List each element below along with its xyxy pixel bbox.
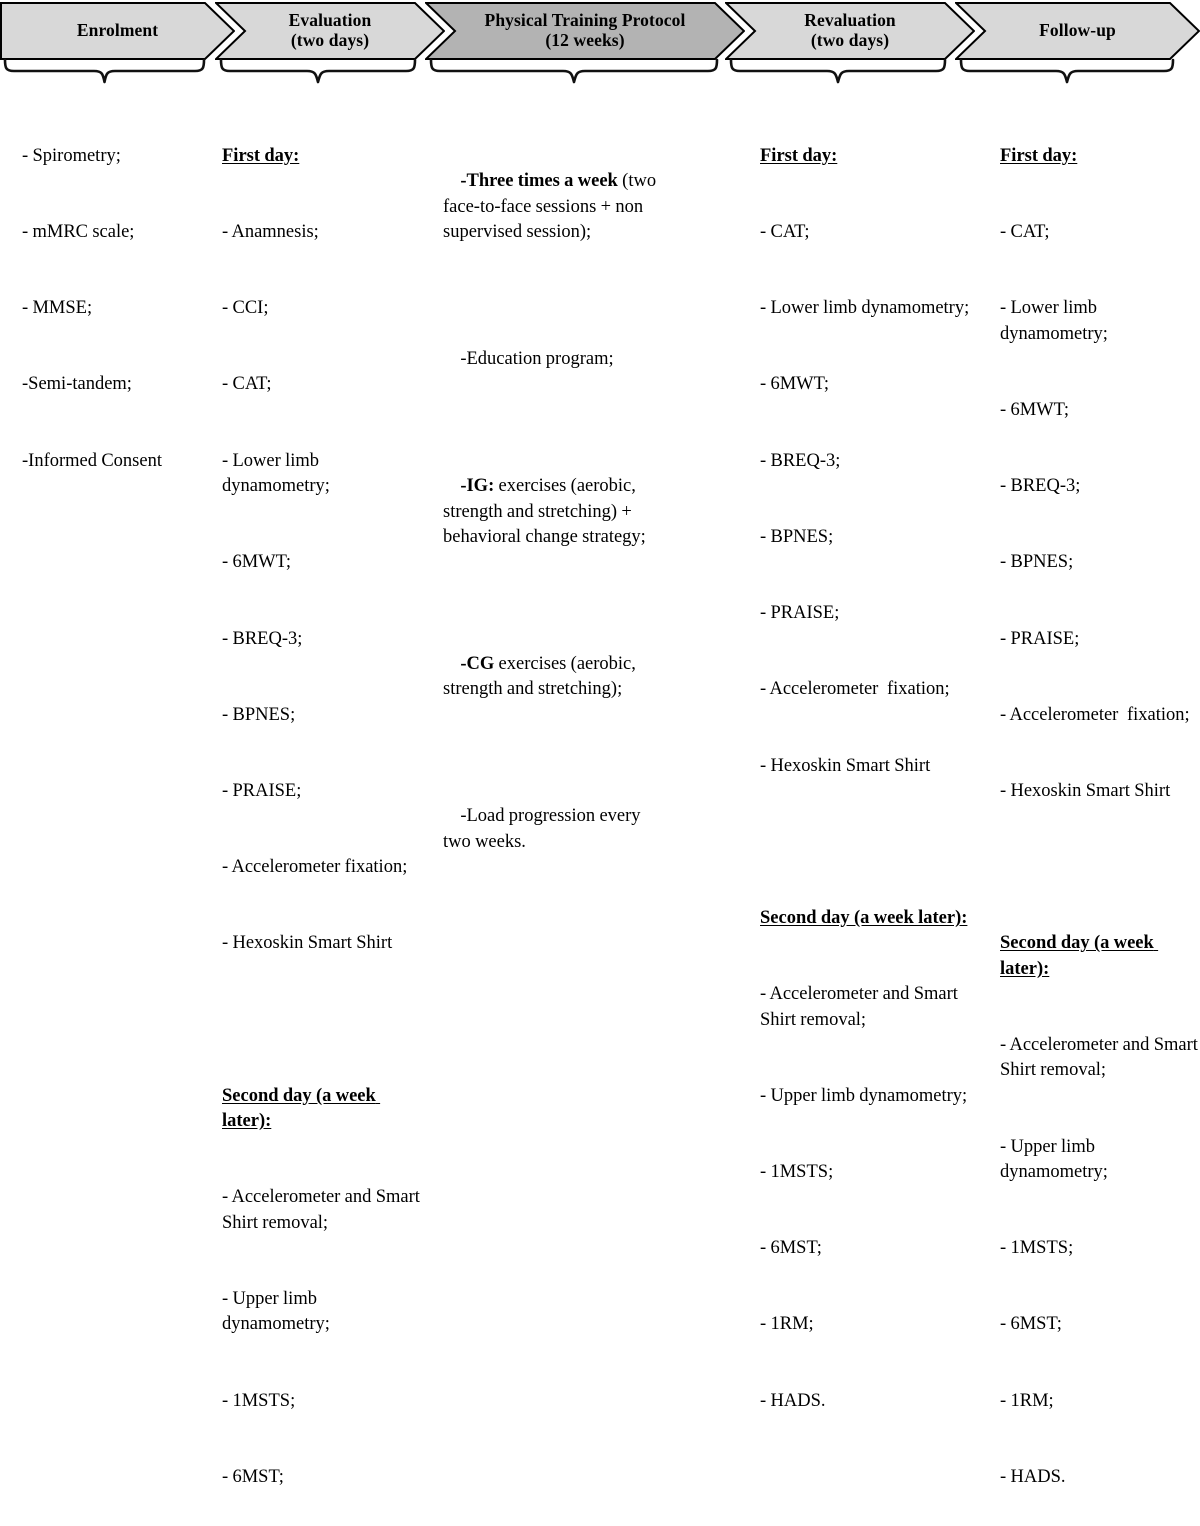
list-item: - Upper limb dynamometry;	[1000, 1136, 1108, 1183]
list-item: - mMRC scale;	[22, 222, 135, 243]
list-item: -Three times a week (two face-to-face se…	[443, 144, 668, 271]
phase-arrow-revaluation[interactable]: Revaluation (two days)	[725, 2, 975, 60]
section-heading-second-day: Second day (a week later):	[222, 1085, 381, 1132]
list-item: - PRAISE;	[222, 780, 302, 801]
brace-band	[0, 58, 1200, 94]
phase-label-physical-training: Physical Training Protocol (12 weeks)	[484, 10, 686, 50]
brace-evaluation	[219, 58, 417, 84]
list-item-rest: exercises (aerobic, strength and stretch…	[443, 476, 646, 547]
phase-label-follow-up: Follow-up	[1039, 20, 1116, 41]
spacer	[1000, 855, 1200, 880]
arrow-shape-physical-training	[425, 2, 745, 60]
list-item: - Hexoskin Smart Shirt	[760, 755, 931, 776]
section-heading-first-day: First day:	[760, 145, 838, 166]
phase-label-revaluation: Revaluation (two days)	[804, 10, 896, 50]
list-item: - 6MST;	[1000, 1314, 1062, 1335]
section-heading-first-day: First day:	[1000, 145, 1078, 166]
list-item-bold: -Three times a week	[460, 171, 618, 192]
section-heading-second-day: Second day (a week later):	[1000, 933, 1159, 979]
spacer	[222, 1008, 422, 1033]
brace-physical-training	[429, 58, 719, 84]
arrow-shape-follow-up	[955, 2, 1200, 60]
phase-arrow-physical-training[interactable]: Physical Training Protocol (12 weeks)	[425, 2, 745, 60]
section-heading-second-day: Second day (a week later):	[760, 907, 968, 928]
list-item: - BPNES;	[222, 704, 296, 725]
column-follow-up: First day: - CAT; - Lower limb dynamomet…	[1000, 93, 1200, 1516]
list-item: - MMSE;	[22, 298, 93, 319]
list-item: - HADS.	[1000, 1466, 1066, 1487]
list-item: - CAT;	[760, 222, 810, 243]
list-item: - HADS.	[760, 1390, 826, 1411]
column-revaluation: First day: - CAT; - Lower limb dynamomet…	[760, 93, 972, 1440]
list-item: - BREQ-3;	[222, 628, 303, 649]
list-item: - Accelerometer fixation;	[222, 857, 408, 878]
list-item: - Lower limb dynamometry;	[222, 450, 330, 497]
list-item: - Accelerometer fixation;	[1000, 704, 1190, 725]
list-item: - Spirometry;	[22, 145, 121, 166]
column-physical-training: -Three times a week (two face-to-face se…	[443, 93, 668, 906]
list-item-rest: (two face-to-face sessions + non supervi…	[443, 171, 661, 243]
list-item: - PRAISE;	[1000, 628, 1080, 649]
list-item: - 1MSTS;	[1000, 1238, 1074, 1259]
list-item: - 1RM;	[1000, 1390, 1054, 1411]
phase-arrow-follow-up[interactable]: Follow-up	[955, 2, 1200, 60]
list-item: - BREQ-3;	[1000, 476, 1081, 497]
list-item: -Education program;	[443, 322, 668, 398]
list-item: -Informed Consent	[22, 450, 162, 471]
phase-arrow-enrolment[interactable]: Enrolment	[0, 2, 235, 60]
list-item: - CCI;	[222, 298, 269, 319]
list-item: - 6MST;	[760, 1238, 822, 1259]
list-item: - Anamnesis;	[222, 222, 319, 243]
list-item: - Upper limb dynamometry;	[222, 1289, 330, 1335]
list-item: - 6MWT;	[1000, 399, 1070, 420]
list-item: -IG: exercises (aerobic, strength and st…	[443, 449, 668, 576]
phase-label-evaluation: Evaluation (two days)	[288, 10, 372, 50]
arrow-shape-enrolment	[0, 2, 235, 60]
phase-arrow-band: Enrolment Evaluation (two days) Physical…	[0, 0, 1200, 62]
list-item-rest: -Education program;	[460, 349, 614, 370]
list-item: -Load progression every two weeks.	[443, 779, 668, 881]
list-item-rest: exercises (aerobic, strength and stretch…	[443, 653, 641, 700]
list-item: - Accelerometer and Smart Shirt removal;	[222, 1187, 425, 1233]
list-item-rest: -Load progression every two weeks.	[443, 806, 645, 852]
list-item: - Hexoskin Smart Shirt	[1000, 780, 1171, 801]
list-item: - Lower limb dynamometry;	[760, 298, 970, 319]
brace-enrolment	[3, 58, 206, 84]
list-item: - PRAISE;	[760, 603, 840, 624]
list-item: - Accelerometer and Smart Shirt removal;	[1000, 1035, 1198, 1081]
list-item: - 1MSTS;	[222, 1390, 296, 1411]
phase-arrow-evaluation[interactable]: Evaluation (two days)	[215, 2, 445, 60]
list-item: - CAT;	[1000, 222, 1050, 243]
list-item: - 6MST;	[222, 1466, 284, 1487]
list-item: - 6MWT;	[222, 552, 292, 573]
list-item: - Hexoskin Smart Shirt	[222, 933, 393, 954]
list-item: - 1MSTS;	[760, 1162, 834, 1183]
phase-label-enrolment: Enrolment	[76, 20, 159, 41]
list-item: - Lower limb dynamometry;	[1000, 298, 1108, 344]
list-item-bold: -CG	[460, 653, 495, 674]
list-item: - Accelerometer and Smart Shirt removal;	[760, 984, 963, 1030]
list-item: - Upper limb dynamometry;	[760, 1085, 968, 1106]
list-item: - CAT;	[222, 374, 272, 395]
list-item: -Semi-tandem;	[22, 374, 132, 395]
column-evaluation: First day: - Anamnesis; - CCI; - CAT; - …	[222, 93, 422, 1526]
brace-revaluation	[729, 58, 947, 84]
list-item: - BREQ-3;	[760, 450, 841, 471]
list-item: - BPNES;	[1000, 552, 1074, 573]
section-heading-first-day: First day:	[222, 145, 300, 166]
list-item: -CG exercises (aerobic, strength and str…	[443, 627, 668, 729]
list-item: - 1RM;	[760, 1314, 814, 1335]
spacer	[760, 830, 972, 855]
list-item-bold: -IG:	[460, 476, 495, 497]
column-enrolment: - Spirometry; - mMRC scale; - MMSE; -Sem…	[22, 93, 222, 500]
list-item: - BPNES;	[760, 526, 834, 547]
brace-follow-up	[959, 58, 1175, 84]
list-item: - Accelerometer fixation;	[760, 679, 950, 700]
list-item: - 6MWT;	[760, 374, 830, 395]
